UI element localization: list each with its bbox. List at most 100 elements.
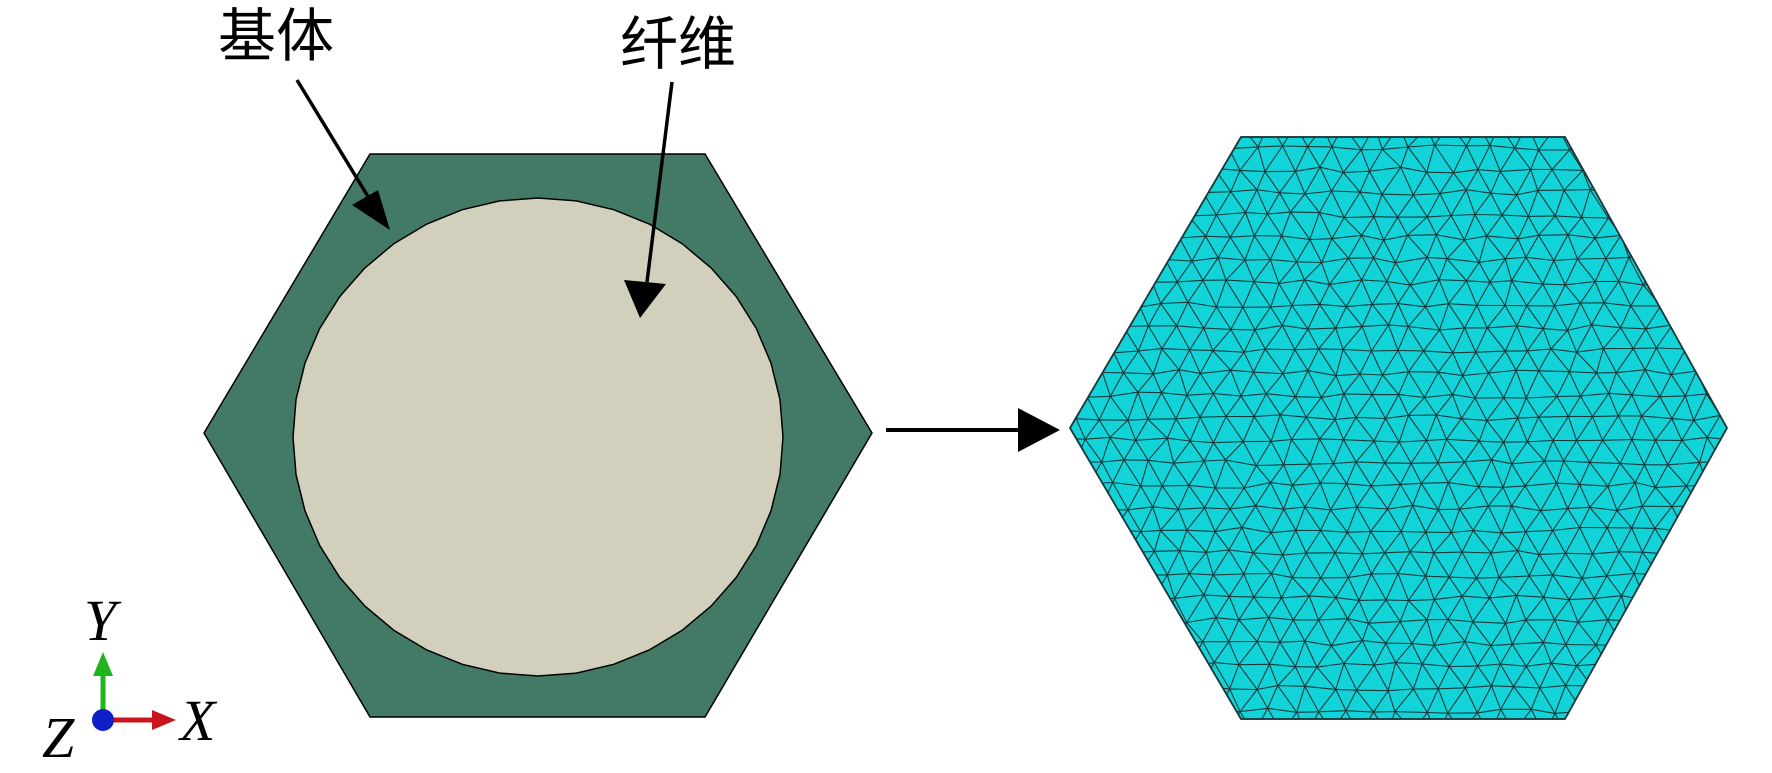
mesh-edge <box>1320 509 1331 531</box>
mesh-edge <box>1620 327 1634 349</box>
mesh-edge <box>1633 168 1660 171</box>
mesh-edge <box>1343 417 1357 440</box>
mesh-edge <box>1370 508 1389 532</box>
mesh-edge <box>1070 595 1090 623</box>
mesh-edge <box>1655 662 1670 687</box>
mesh-edge <box>1563 189 1583 218</box>
mesh-edge <box>1683 261 1698 286</box>
mesh-edge <box>1329 279 1362 286</box>
mesh-edge <box>1072 172 1083 194</box>
mesh-edge <box>1655 596 1673 620</box>
mesh-edge <box>1540 482 1558 511</box>
mesh-edge <box>1668 685 1683 712</box>
mesh-edge <box>1070 369 1088 398</box>
mesh-edge <box>1296 261 1305 281</box>
mesh-edge <box>1641 145 1661 170</box>
mesh-edge <box>1070 169 1074 194</box>
mesh-edge <box>1319 303 1347 308</box>
mesh-edge <box>1309 463 1321 484</box>
mesh-edge <box>1719 369 1727 375</box>
mesh-edge <box>1569 371 1597 374</box>
mesh-edge <box>1112 145 1127 173</box>
mesh-edge <box>1446 258 1467 282</box>
mesh-edge <box>1359 373 1373 395</box>
mesh-edge <box>1161 212 1181 239</box>
mesh-edge <box>1400 166 1427 173</box>
mesh-edge <box>1399 484 1414 506</box>
mesh-edge <box>1407 306 1426 327</box>
mesh-edge <box>1188 460 1205 486</box>
mesh-edge <box>1075 555 1087 577</box>
mesh-edge <box>1331 710 1347 719</box>
mesh-edge <box>1331 190 1361 193</box>
mesh-edge <box>1412 194 1428 218</box>
mesh-edge <box>1516 325 1544 330</box>
mesh-edge <box>1530 149 1540 170</box>
mesh-edge <box>1491 685 1514 688</box>
mesh-edge <box>1511 505 1527 532</box>
mesh-edge <box>1113 283 1123 306</box>
mesh-edge <box>1500 686 1515 710</box>
mesh-edge <box>1189 349 1201 374</box>
mesh-edge <box>1225 416 1244 442</box>
mesh-edge <box>1361 235 1374 259</box>
mesh-edge <box>1213 441 1244 444</box>
mesh-edge <box>1460 418 1480 442</box>
mesh-edge <box>1361 304 1373 327</box>
mesh-edge <box>1140 302 1161 308</box>
mesh-edge <box>1693 617 1714 641</box>
mesh-edge <box>1203 327 1214 351</box>
mesh-edge <box>1270 283 1280 308</box>
mesh-edge <box>1097 137 1115 149</box>
mesh-edge <box>1082 147 1099 173</box>
mesh-edge <box>1098 396 1111 421</box>
mesh-edge <box>1397 350 1410 372</box>
mesh-edge <box>1190 137 1205 148</box>
mesh-edge <box>1589 506 1608 529</box>
mesh-edge <box>1342 349 1361 375</box>
mesh-edge <box>1070 369 1103 374</box>
mesh-edge <box>1642 190 1662 219</box>
mesh-edge <box>1602 439 1621 464</box>
mesh-edge <box>1554 619 1578 623</box>
mesh-edge <box>1538 235 1555 261</box>
mesh-edge <box>1166 550 1180 576</box>
xyz-triad-icon: Y X Z <box>42 588 218 770</box>
mesh-edge <box>1201 685 1219 712</box>
mesh-edge <box>1112 482 1129 511</box>
mesh-edge <box>1295 125 1323 127</box>
mesh-edge <box>1750 460 1763 484</box>
mesh-edge <box>1683 259 1712 263</box>
mesh-edge <box>1202 641 1215 663</box>
mesh-edge <box>1421 482 1449 484</box>
mesh-edge <box>1111 552 1128 573</box>
mesh-edge <box>1658 574 1673 597</box>
mesh-edge <box>1186 617 1217 624</box>
mesh-edge <box>1137 125 1166 126</box>
mesh-edge <box>1668 685 1701 691</box>
mesh-edge <box>1449 576 1477 579</box>
mesh-edge <box>1513 686 1532 710</box>
mesh-edge <box>1630 284 1644 307</box>
mesh-edge <box>1258 145 1283 148</box>
mesh-edge <box>1397 573 1410 601</box>
mesh-edge <box>1500 505 1513 534</box>
mesh-edge <box>1160 710 1179 719</box>
mesh-edge <box>1579 483 1608 487</box>
mesh-edge <box>1255 505 1284 510</box>
mesh-edge <box>1514 137 1528 149</box>
mesh-edge <box>1279 396 1296 416</box>
mesh-edge <box>1721 509 1727 512</box>
mesh-edge <box>1528 216 1540 236</box>
mesh-edge <box>1475 327 1488 353</box>
mesh-edge <box>1504 238 1519 260</box>
mesh-edge <box>1189 440 1205 462</box>
mesh-edge <box>1399 126 1427 128</box>
mesh-edge <box>1448 482 1479 488</box>
mesh-edge <box>1554 302 1581 307</box>
mesh-edge <box>1239 146 1259 171</box>
mesh-edge <box>1125 145 1154 148</box>
mesh-edge <box>1229 595 1254 598</box>
mesh-edge <box>1358 599 1387 601</box>
mesh-edge <box>1764 442 1772 443</box>
